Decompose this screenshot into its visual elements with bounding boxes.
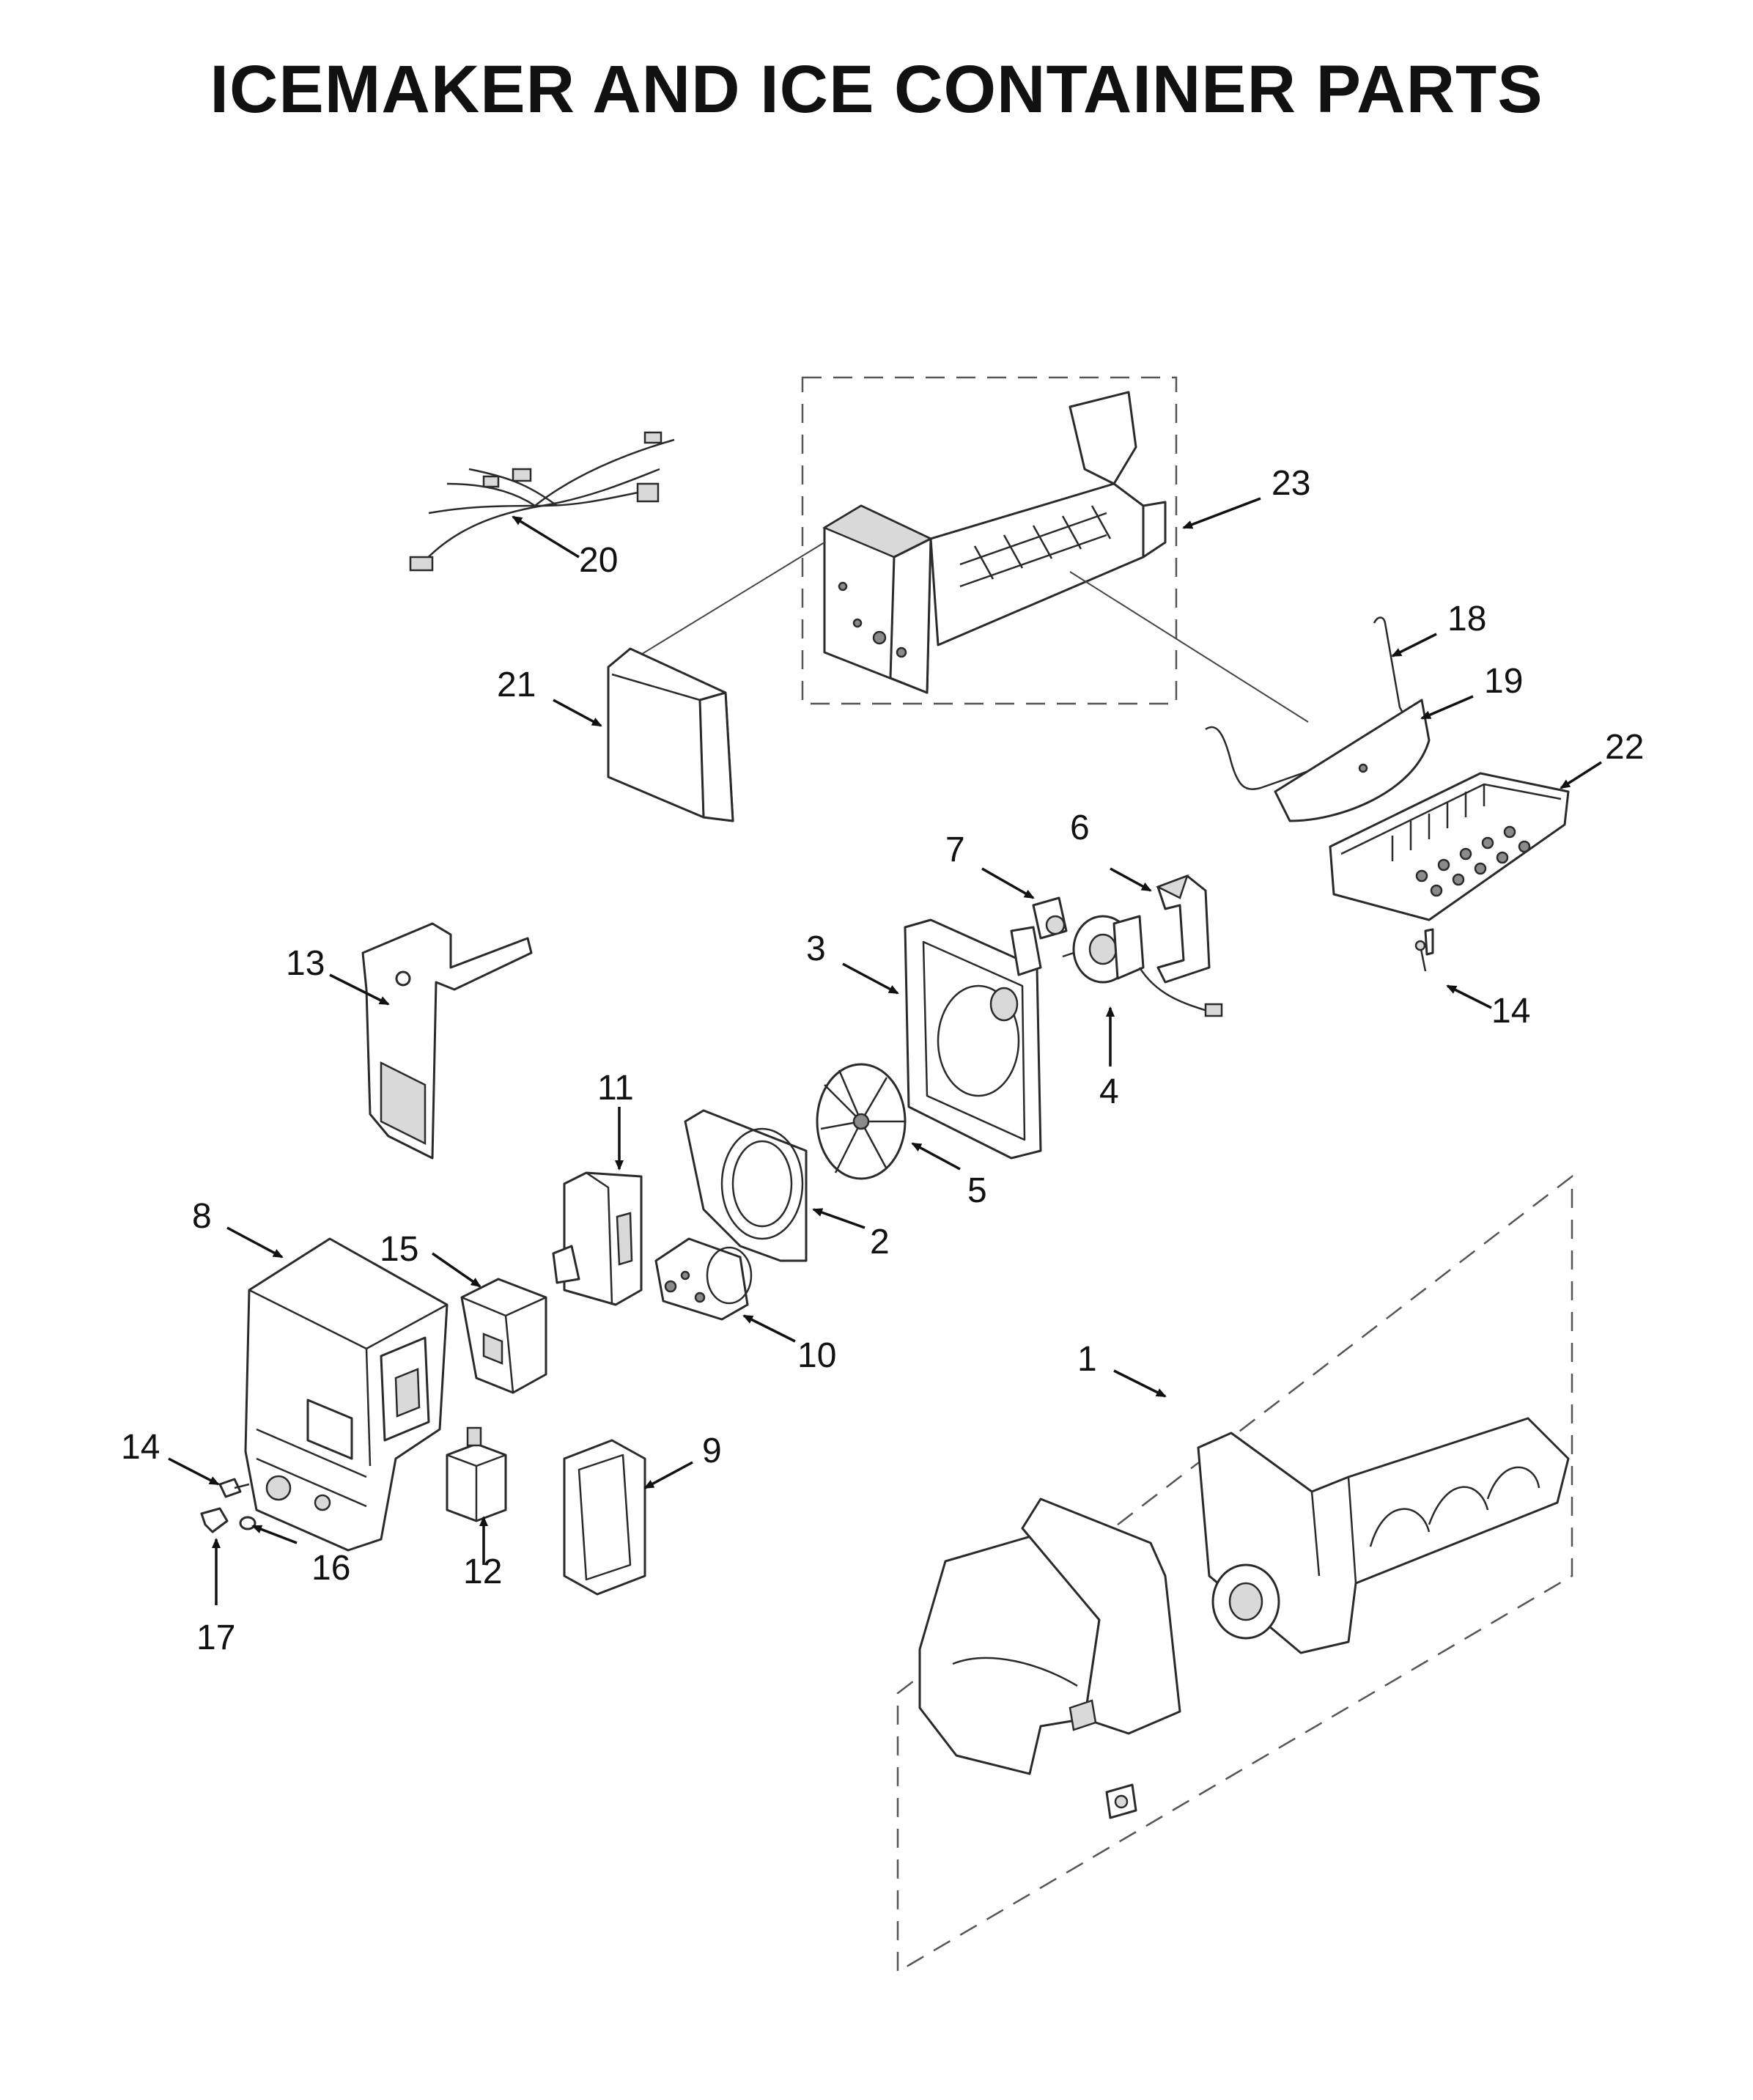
leader-3 [842, 962, 899, 995]
part-8-dispenser-housing [244, 1237, 449, 1552]
callout-22: 22 [1605, 728, 1644, 767]
callout-7: 7 [945, 830, 965, 869]
leader-19 [1420, 695, 1474, 720]
part-13-duct [361, 922, 533, 1160]
leader-13 [329, 973, 390, 1006]
callout-10: 10 [797, 1336, 836, 1375]
part-4-fan-motor [1062, 915, 1223, 1017]
part-22-bracket [1329, 772, 1570, 956]
callout-23: 23 [1272, 464, 1310, 503]
callout-19: 19 [1484, 662, 1523, 701]
leader-2 [812, 1208, 866, 1229]
callout-4: 4 [1099, 1072, 1119, 1111]
callout-21: 21 [497, 666, 536, 704]
part-18-feeler-arm [1205, 616, 1408, 790]
callout-labels: 23 20 21 18 19 22 6 7 3 4 14 13 11 5 2 8… [121, 464, 1644, 1657]
callout-16: 16 [311, 1549, 350, 1588]
callout-20: 20 [579, 541, 618, 580]
callout-17: 17 [196, 1618, 235, 1657]
callout-18: 18 [1447, 600, 1486, 638]
diagram-title: ICEMAKER AND ICE CONTAINER PARTS [210, 52, 1543, 127]
part-11-actuator [552, 1171, 643, 1306]
leader-18 [1391, 633, 1437, 657]
leader-7 [981, 867, 1035, 899]
leader-22 [1560, 761, 1602, 789]
callout-14-right: 14 [1491, 992, 1530, 1031]
leader-8 [226, 1226, 284, 1259]
part-23-icemaker-assembly [626, 376, 1309, 723]
part-16-washer [239, 1516, 257, 1530]
leader-6 [1110, 867, 1152, 892]
callout-15: 15 [380, 1230, 418, 1269]
part-20-wire-harness [409, 431, 675, 572]
leader-16 [251, 1525, 298, 1544]
part-14-screw-left [218, 1478, 250, 1498]
callout-8: 8 [192, 1197, 212, 1236]
callout-2: 2 [870, 1223, 890, 1261]
part-19-plate [1274, 699, 1431, 822]
leader-23 [1182, 497, 1261, 529]
callout-12: 12 [463, 1552, 502, 1591]
callout-5: 5 [967, 1171, 987, 1210]
leader-14-right [1446, 984, 1492, 1009]
part-3-fan-housing [904, 918, 1042, 1160]
part-15-bracket [460, 1278, 547, 1394]
leader-20 [512, 515, 580, 559]
leader-5 [911, 1142, 961, 1171]
leader-1 [1113, 1369, 1167, 1398]
callout-11: 11 [597, 1069, 634, 1108]
part-6-motor-bracket [1155, 874, 1211, 984]
leader-9 [643, 1461, 693, 1489]
part-9-plate [563, 1439, 646, 1596]
leader-21 [553, 699, 602, 727]
part-21-cover [607, 647, 734, 822]
leader-10 [742, 1314, 796, 1343]
part-5-impeller [816, 1063, 907, 1180]
callout-1: 1 [1077, 1340, 1097, 1379]
part-17-clip [200, 1507, 229, 1533]
callout-6: 6 [1070, 808, 1090, 847]
callout-9: 9 [702, 1432, 722, 1470]
part-12-solenoid [446, 1426, 507, 1522]
part-14-screw-right [1414, 940, 1427, 972]
callout-14-left: 14 [121, 1428, 160, 1467]
leader-arrows [168, 497, 1602, 1605]
part-7-clip [1032, 896, 1068, 940]
part-10-auger-motor [654, 1237, 753, 1321]
callout-3: 3 [806, 929, 826, 968]
part-1-ice-container [896, 1174, 1573, 1974]
callout-13: 13 [286, 944, 325, 983]
leader-14-left [168, 1457, 220, 1486]
leader-15 [432, 1252, 481, 1288]
part-2-scroll-housing [684, 1109, 808, 1262]
